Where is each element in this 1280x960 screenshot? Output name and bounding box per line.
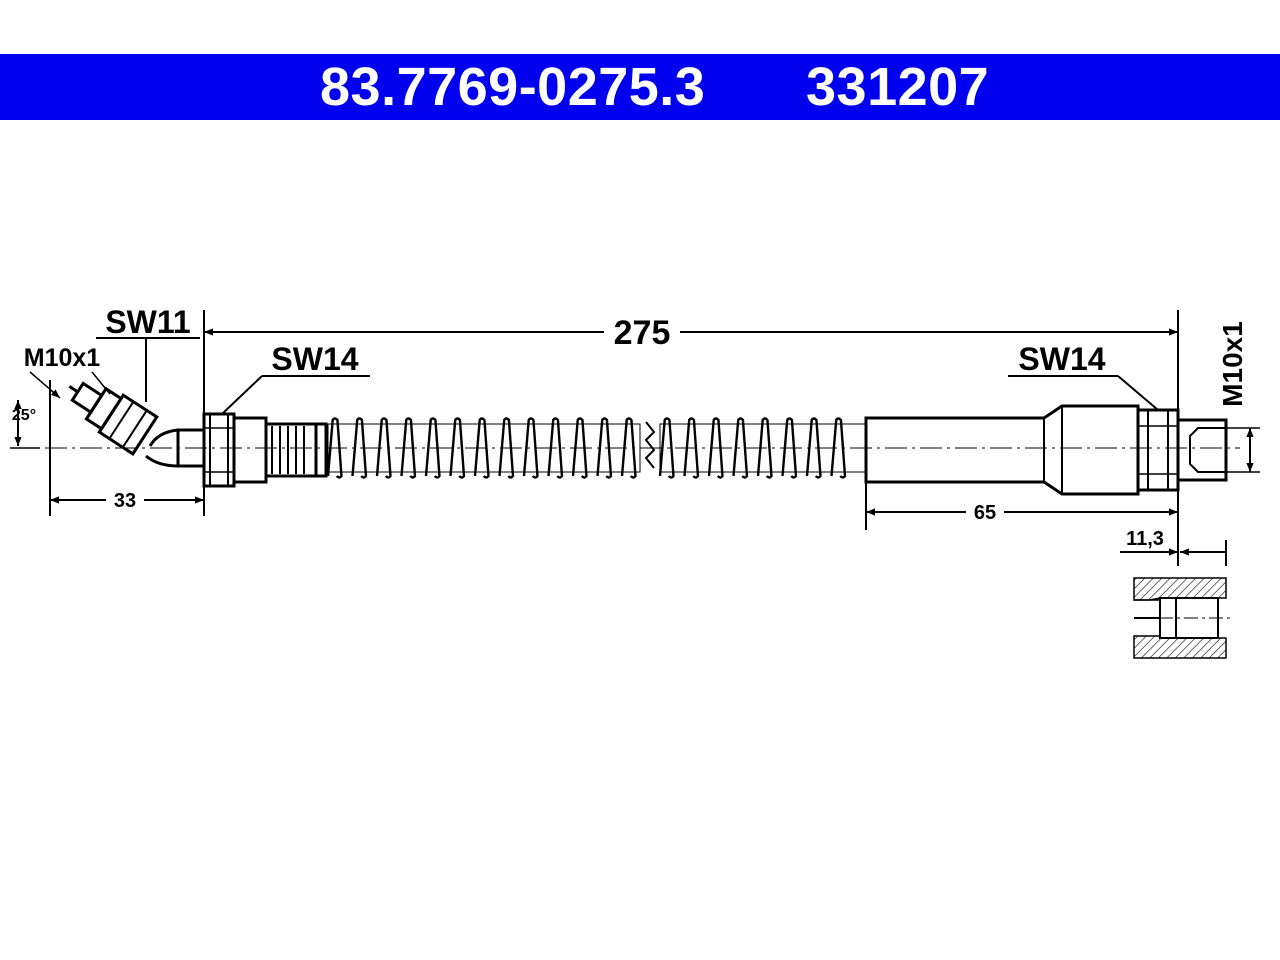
label-right-wrench-nut: SW14 bbox=[1018, 341, 1105, 377]
coil-turn bbox=[830, 417, 847, 479]
label-right-thread: M10x1 bbox=[1217, 321, 1248, 407]
dimension-right-sleeve bbox=[865, 482, 1179, 530]
coil-turn bbox=[620, 417, 637, 479]
label-left-wrench-nut: SW14 bbox=[271, 341, 358, 377]
part-number: 83.7769-0275.3 bbox=[320, 57, 706, 117]
label-left-fitting-length: 33 bbox=[114, 490, 136, 512]
label-left-wrench-bolt: SW11 bbox=[105, 304, 190, 340]
coil-turn bbox=[351, 417, 368, 479]
label-angle: 25° bbox=[12, 407, 36, 424]
port-section-detail bbox=[1133, 577, 1234, 659]
coil-turn bbox=[449, 417, 466, 479]
leader-lines bbox=[29, 337, 1159, 415]
coil-turn bbox=[522, 417, 539, 479]
right-sleeve bbox=[864, 404, 1140, 496]
coil-turn bbox=[498, 417, 515, 479]
dimension-port-depth bbox=[1120, 530, 1227, 566]
coil-turn bbox=[400, 417, 417, 479]
label-overall-length: 275 bbox=[614, 314, 671, 352]
crimp-collar bbox=[264, 422, 328, 478]
label-left-thread: M10x1 bbox=[24, 344, 101, 372]
break-symbol bbox=[644, 421, 656, 469]
coil-turn bbox=[781, 417, 798, 479]
dimension-right-thread bbox=[1226, 427, 1260, 473]
reference-number: 331207 bbox=[806, 57, 990, 117]
dimension-left-fitting bbox=[49, 380, 205, 516]
right-hex-nut bbox=[1136, 408, 1228, 492]
coil-turn bbox=[658, 417, 675, 479]
coil-turn bbox=[424, 417, 441, 479]
coil-turn bbox=[326, 417, 343, 479]
coil-turn bbox=[596, 417, 613, 479]
coil-turn bbox=[571, 417, 588, 479]
coil-turn bbox=[707, 417, 724, 479]
coil-turn bbox=[683, 417, 700, 479]
dimension-overall-length bbox=[203, 310, 1179, 414]
dimension-angle bbox=[10, 400, 40, 449]
label-port-depth: 11,3 bbox=[1126, 528, 1164, 550]
spring-guard-left bbox=[326, 417, 641, 479]
coil-turn bbox=[805, 417, 822, 479]
left-hex-nut bbox=[176, 412, 268, 488]
title-bar: 83.7769-0275.3 331207 bbox=[0, 54, 1280, 120]
coil-turn bbox=[473, 417, 490, 479]
coil-turn bbox=[375, 417, 392, 479]
coil-turn bbox=[547, 417, 564, 479]
coil-turn bbox=[756, 417, 773, 479]
left-angled-fitting bbox=[68, 381, 179, 468]
coil-turn bbox=[732, 417, 749, 479]
label-right-sleeve-length: 65 bbox=[974, 502, 996, 524]
